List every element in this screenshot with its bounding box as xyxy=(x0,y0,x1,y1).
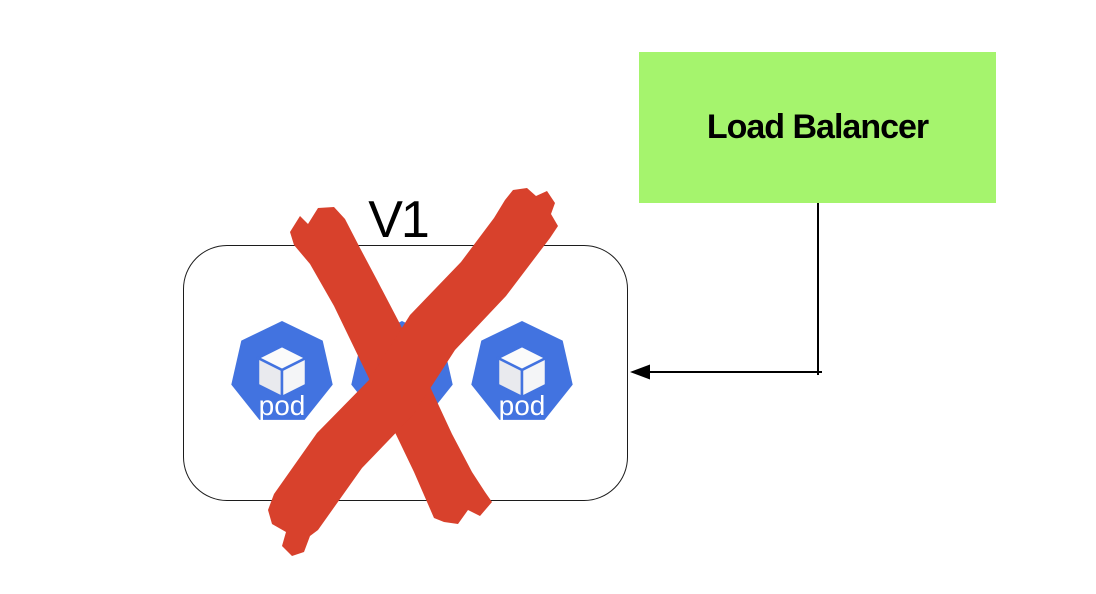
pod-label: pod xyxy=(379,390,426,421)
v1-group-label: V1 xyxy=(368,191,430,249)
load-balancer-label: Load Balancer xyxy=(706,108,929,146)
pod-icon-3: pod xyxy=(471,321,573,421)
pod-label: pod xyxy=(259,390,306,421)
arrowhead-icon xyxy=(630,364,650,380)
load-balancer-node: Load Balancer xyxy=(639,52,996,203)
pod-icon-2: pod xyxy=(351,321,453,421)
pod-icon-1: pod xyxy=(231,321,333,421)
pod-label: pod xyxy=(499,390,546,421)
